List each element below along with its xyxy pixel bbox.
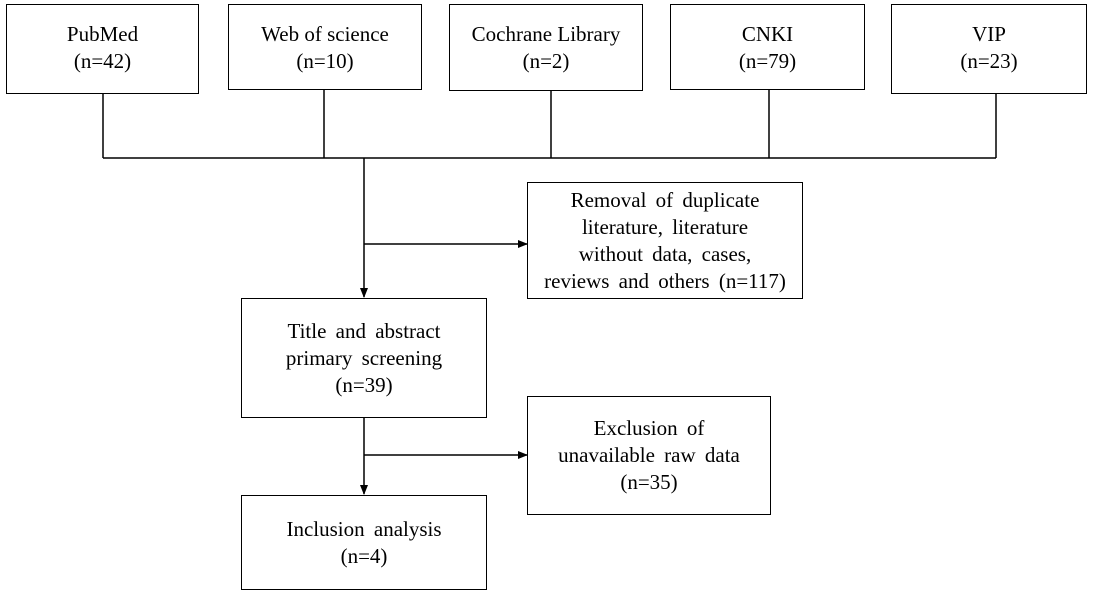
screening-box: Title and abstract primary screening (n=…: [241, 298, 487, 418]
removal-line: without data, cases,: [578, 241, 752, 266]
source-count: (n=2): [522, 49, 570, 73]
exclusion-line: unavailable raw data: [558, 443, 740, 467]
screening-line: (n=39): [335, 372, 393, 397]
removal-line: literature, literature: [581, 214, 749, 239]
exclusion-line: Exclusion of: [593, 416, 705, 440]
inclusion-line: (n=4): [340, 543, 388, 568]
inclusion-box: Inclusion analysis (n=4): [241, 495, 487, 590]
screening-line: Title and abstract: [287, 318, 441, 343]
screening-line: primary screening: [285, 345, 443, 370]
exclusion-box: Exclusion of unavailable raw data (n=35): [527, 396, 771, 515]
source-name: Cochrane Library: [471, 22, 621, 46]
source-box-cnki: CNKI (n=79): [670, 4, 865, 90]
removal-line: reviews and others (n=117): [544, 268, 786, 293]
source-name: VIP: [972, 22, 1006, 46]
source-box-pubmed: PubMed (n=42): [6, 4, 199, 94]
inclusion-line: Inclusion analysis: [286, 516, 442, 541]
source-count: (n=23): [960, 49, 1018, 73]
source-name: CNKI: [741, 22, 794, 46]
source-name: PubMed: [66, 22, 139, 46]
removal-line: Removal of duplicate: [570, 187, 760, 212]
removal-box: Removal of duplicate literature, literat…: [527, 182, 803, 299]
exclusion-line: (n=35): [620, 470, 678, 494]
source-count: (n=79): [738, 49, 797, 73]
source-count: (n=42): [73, 49, 132, 73]
source-box-web-of-science: Web of science (n=10): [228, 4, 422, 90]
source-box-vip: VIP (n=23): [891, 4, 1087, 94]
source-name: Web of science: [261, 22, 389, 46]
source-box-cochrane-library: Cochrane Library (n=2): [449, 4, 643, 91]
source-count: (n=10): [296, 49, 354, 73]
